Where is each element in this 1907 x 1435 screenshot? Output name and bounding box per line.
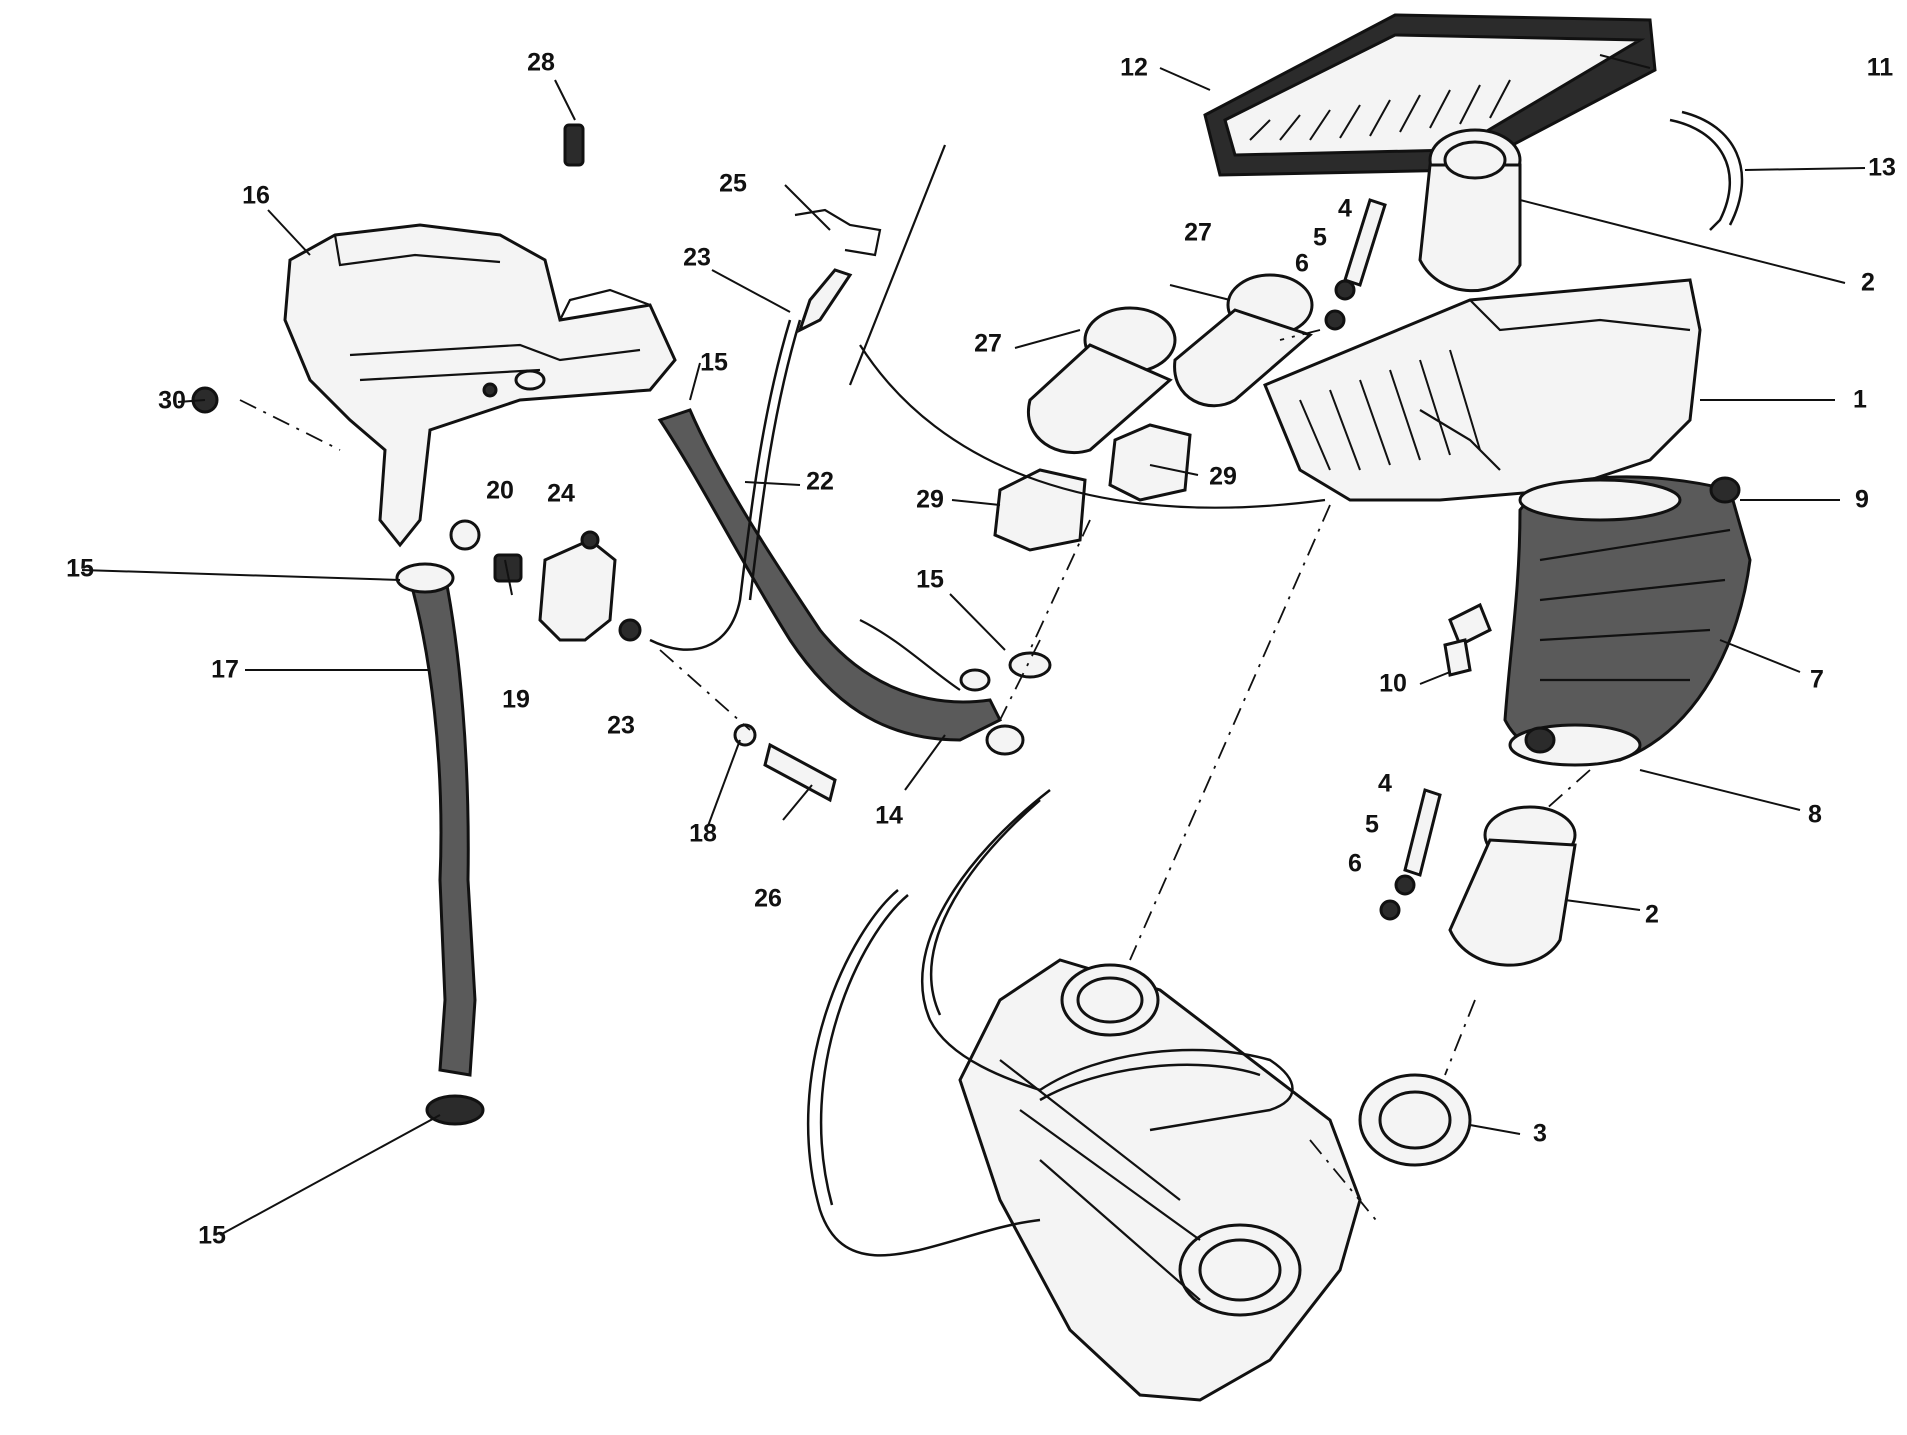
assembly-line-1	[1129, 504, 1331, 961]
callout-18: 18	[689, 819, 717, 848]
boots-2-27-29	[993, 128, 1577, 1167]
callout-9: 9	[1855, 485, 1869, 514]
callout-20: 20	[486, 476, 514, 505]
callout-11: 11	[1866, 53, 1894, 82]
callout-15: 15	[916, 565, 944, 594]
callout-27: 27	[974, 329, 1002, 358]
callout-22: 22	[806, 467, 834, 496]
assembly-line-6	[1544, 769, 1591, 811]
callout-16: 16	[242, 181, 270, 210]
intake-duct-7	[1503, 475, 1752, 767]
assembly-line-7	[1444, 999, 1476, 1076]
callout-30: 30	[158, 386, 186, 415]
callout-7: 7	[1810, 665, 1824, 694]
callout-5: 5	[1313, 223, 1327, 252]
carburetor-assembly	[806, 789, 1362, 1402]
callout-10: 10	[1379, 669, 1407, 698]
callout-2: 2	[1861, 268, 1875, 297]
callout-6: 6	[1295, 249, 1309, 278]
callout-4: 4	[1378, 769, 1392, 798]
callout-15: 15	[198, 1221, 226, 1250]
hoses-14-15-22	[649, 208, 1025, 803]
valve-24	[191, 123, 642, 642]
callout-24: 24	[547, 479, 575, 508]
callout-23: 23	[683, 243, 711, 272]
assembly-line-3	[999, 639, 1041, 721]
callout-13: 13	[1868, 153, 1896, 182]
resonator-box-16	[283, 223, 677, 548]
assembly-line-9	[1279, 329, 1321, 341]
callout-8: 8	[1808, 800, 1822, 829]
callout-29: 29	[916, 485, 944, 514]
callout-5: 5	[1365, 810, 1379, 839]
callout-29: 29	[1209, 462, 1237, 491]
callout-23: 23	[607, 711, 635, 740]
callout-15: 15	[700, 348, 728, 377]
callout-3: 3	[1533, 1119, 1547, 1148]
callout-17: 17	[211, 655, 239, 684]
hose-17	[395, 562, 485, 1126]
callout-4: 4	[1338, 194, 1352, 223]
callout-2: 2	[1645, 900, 1659, 929]
divider-line	[848, 144, 1326, 509]
callout-1: 1	[1853, 385, 1867, 414]
assembly-line-4	[659, 649, 751, 731]
air-cleaner-1-11-12	[1203, 13, 1744, 502]
leader-lines	[81, 54, 1866, 1236]
callout-26: 26	[754, 884, 782, 913]
callout-27: 27	[1184, 218, 1212, 247]
callout-14: 14	[875, 801, 903, 830]
callout-15: 15	[66, 554, 94, 583]
callout-25: 25	[719, 169, 747, 198]
assembly-line-5	[1309, 1139, 1381, 1226]
assembly-line-2	[1029, 519, 1091, 651]
assembly-line-8	[239, 399, 341, 451]
callout-28: 28	[527, 48, 555, 77]
callout-12: 12	[1120, 53, 1148, 82]
callout-6: 6	[1348, 849, 1362, 878]
callout-19: 19	[502, 685, 530, 714]
